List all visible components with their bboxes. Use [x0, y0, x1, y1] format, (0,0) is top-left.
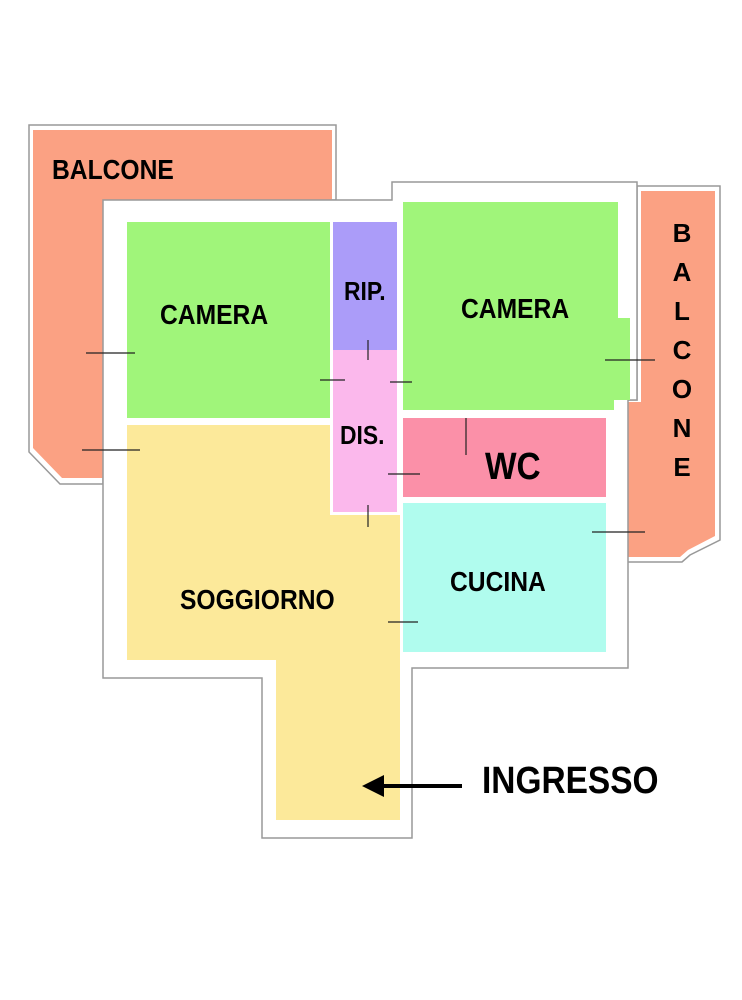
wc-room [403, 418, 606, 497]
camera-right-room [403, 202, 630, 410]
cucina-label: CUCINA [450, 566, 546, 597]
soggiorno-room [127, 425, 400, 820]
dis-room [333, 350, 397, 512]
balcone-left-label: BALCONE [52, 154, 174, 185]
door-markers [82, 340, 655, 623]
entrance-arrow [362, 775, 462, 797]
balcone-right-fill [628, 191, 715, 557]
wc-label: WC [485, 446, 541, 488]
rip-label: RIP. [344, 276, 386, 306]
soggiorno-label: SOGGIORNO [180, 584, 335, 615]
dis-label: DIS. [340, 420, 385, 450]
camera-left-label: CAMERA [160, 299, 269, 330]
ingresso-label: INGRESSO [482, 760, 659, 802]
balcone-right-label: BALCONE [667, 218, 697, 491]
camera-right-label: CAMERA [461, 293, 570, 324]
camera-left-room [127, 222, 330, 418]
cucina-room [403, 503, 606, 652]
rip-room [333, 222, 397, 350]
